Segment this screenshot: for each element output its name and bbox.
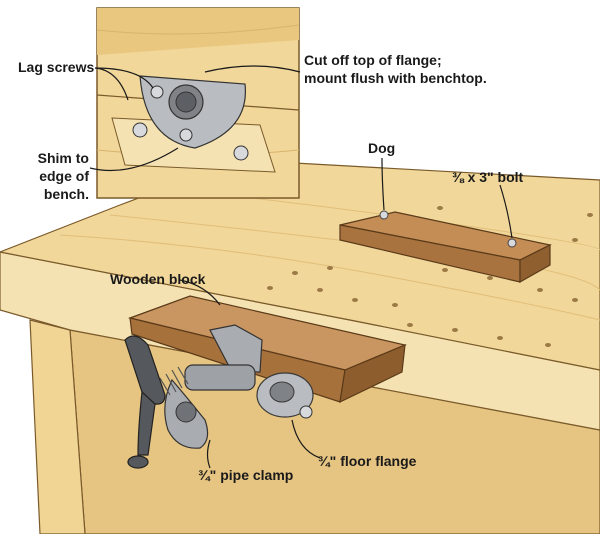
inset-lag-screw-2	[179, 128, 193, 142]
pipe-clamp	[159, 324, 263, 449]
label-shim-line2: edge of	[39, 168, 89, 184]
leader-lines	[89, 65, 513, 469]
detail-inset	[96, 7, 300, 199]
floor-flange	[256, 372, 314, 419]
bolt-head-left	[379, 210, 389, 220]
bolt-head-right	[507, 238, 517, 248]
clamp-handle	[124, 335, 166, 469]
label-cut-off-line2: mount flush with benchtop.	[304, 70, 487, 86]
label-pipe-clamp: ¾" pipe clamp	[198, 467, 294, 483]
inset-lag-screw-1	[150, 85, 164, 99]
label-shim-line3: bench.	[43, 186, 89, 202]
bench-dog	[339, 210, 552, 284]
label-wooden-block: Wooden block	[110, 271, 206, 287]
label-floor-flange: ¾" floor flange	[318, 453, 417, 469]
label-shim-line1: Shim to	[37, 150, 89, 166]
label-dog: Dog	[368, 140, 396, 156]
label-lag-screws: Lag screws	[18, 59, 95, 75]
label-bolt: ⅜ x 3" bolt	[452, 169, 524, 185]
inset-lag-screw-4	[233, 145, 249, 161]
inset-lag-screw-3	[132, 122, 148, 138]
label-cut-off-line1: Cut off top of flange;	[304, 52, 442, 68]
